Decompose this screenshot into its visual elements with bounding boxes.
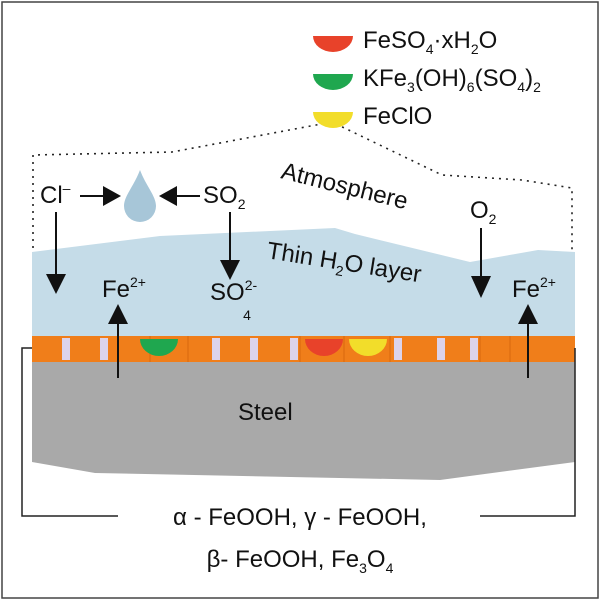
rust-pore xyxy=(470,338,478,360)
legend-label-fecio: FeClO xyxy=(363,103,432,130)
steel-substrate xyxy=(32,362,575,480)
water-droplet-icon xyxy=(124,170,156,222)
legend-swatch-fecio xyxy=(313,112,353,128)
rust-pore xyxy=(100,338,108,360)
legend-swatch-feso4 xyxy=(313,36,353,52)
rust-dividers xyxy=(149,336,511,362)
arrowhead-fe-left-up xyxy=(108,304,128,324)
products-line-2: β- FeOOH, Fe3O4 xyxy=(207,546,394,576)
arrowhead-so2-to-droplet xyxy=(159,186,177,206)
products-line-1: α - FeOOH, γ - FeOOH, xyxy=(173,504,427,531)
steel-label: Steel xyxy=(238,399,293,426)
fe-ion-left-label: Fe2+ xyxy=(102,274,146,303)
arrowhead-so2-down xyxy=(220,260,240,280)
arrowhead-cl-to-droplet xyxy=(103,186,121,206)
atmosphere-boundary xyxy=(32,121,573,250)
circuit-line-left xyxy=(21,347,118,517)
legend-label-kfe3: KFe3(OH)6(SO4)2 xyxy=(363,65,541,95)
circuit-line-right xyxy=(480,348,576,517)
rust-pore xyxy=(290,338,298,360)
arrowhead-fe-right-up xyxy=(518,304,538,324)
so2-label: SO2 xyxy=(203,182,246,212)
legend-label-feso4: FeSO4·xH2O xyxy=(363,27,497,57)
chloride-label: Cl– xyxy=(40,180,71,209)
arrowhead-cl-down xyxy=(46,274,66,294)
rust-pore xyxy=(394,338,402,360)
rust-pore xyxy=(62,338,70,360)
rust-pores xyxy=(62,338,478,360)
fe-ion-right-label: Fe2+ xyxy=(512,274,556,303)
feso4-deposit xyxy=(305,339,343,356)
rust-pore xyxy=(250,338,258,360)
legend-swatch-kfe3 xyxy=(313,74,353,90)
rust-pore xyxy=(437,338,445,360)
rust-pore xyxy=(212,338,220,360)
o2-label: O2 xyxy=(470,197,497,227)
arrowhead-o2-down xyxy=(471,276,491,298)
water-layer xyxy=(32,228,575,340)
fecio-deposit xyxy=(349,339,387,356)
kfe3-deposit xyxy=(140,339,178,356)
rust-layer xyxy=(32,336,575,362)
sulfate-label: SO2-4 xyxy=(210,277,257,323)
